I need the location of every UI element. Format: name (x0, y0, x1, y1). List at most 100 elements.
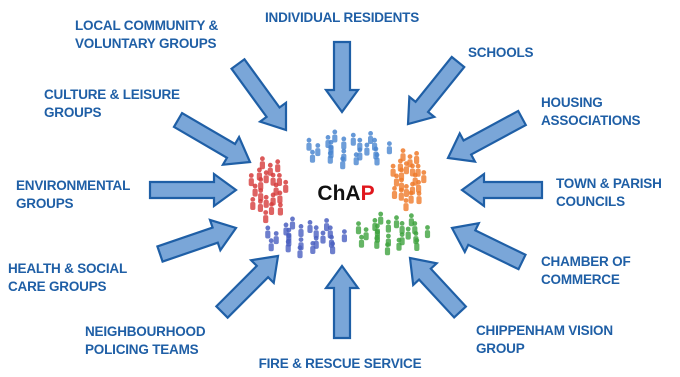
label-line: LOCAL COMMUNITY & (75, 18, 219, 33)
person-body (297, 250, 303, 259)
person-icon (298, 224, 304, 229)
label-schools: SCHOOLS (468, 44, 534, 62)
person-icon (263, 210, 269, 215)
person-icon (327, 150, 333, 156)
person-body (325, 140, 331, 148)
person-body (409, 168, 416, 177)
person-body (283, 184, 289, 193)
person-icon (306, 137, 312, 143)
person-body (403, 189, 409, 197)
person-icon (263, 170, 269, 176)
person-body (386, 146, 392, 155)
person-icon (350, 132, 356, 138)
person-icon (408, 190, 414, 196)
label-line: CARE GROUPS (8, 279, 107, 294)
person-icon (416, 179, 421, 185)
person-icon (341, 148, 347, 154)
person-icon (267, 162, 273, 168)
person-body (424, 230, 431, 239)
person-icon (396, 237, 402, 243)
person-icon (325, 135, 331, 140)
label-line: INDIVIDUAL RESIDENTS (264, 10, 420, 25)
person-body (306, 142, 312, 151)
person-icon (265, 225, 271, 231)
person-body (364, 147, 370, 156)
person-body (332, 134, 338, 143)
label-line: ASSOCIATIONS (541, 113, 641, 128)
person-icon (277, 173, 282, 178)
label-line: GROUP (476, 341, 525, 356)
person-icon (283, 179, 289, 185)
label-line: CHAMBER OF (541, 254, 631, 269)
person-body (363, 232, 369, 241)
person-body (268, 207, 275, 215)
person-icon (407, 154, 413, 160)
label-line: POLICING TEAMS (85, 342, 199, 357)
person-icon (425, 225, 430, 230)
person-icon (353, 152, 359, 158)
person-body (414, 156, 420, 164)
person-body (277, 195, 283, 204)
person-body (403, 203, 409, 212)
person-icon (320, 230, 326, 236)
person-body (405, 231, 411, 240)
person-icon (298, 237, 304, 243)
person-body (398, 172, 405, 181)
person-icon (390, 163, 396, 169)
person-body (374, 157, 380, 166)
person-icon (385, 242, 390, 248)
person-icon (275, 159, 281, 165)
person-icon (403, 198, 409, 203)
person-body (408, 218, 414, 227)
arrow-local-community-voluntary-groups (229, 57, 288, 132)
arrow-health-social-care-groups (156, 218, 238, 263)
people-crowd-cluster (248, 129, 431, 259)
person-body (393, 220, 400, 229)
person-icon (357, 137, 363, 143)
person-body (259, 161, 265, 170)
person-body (257, 204, 263, 212)
person-body (391, 191, 398, 199)
person-body (407, 159, 413, 168)
person-icon (386, 233, 391, 239)
person-icon (399, 221, 405, 226)
person-body (263, 175, 269, 184)
label-neighbourhood-policing-teams: NEIGHBOURHOOD POLICING TEAMS (85, 323, 206, 359)
person-icon (260, 156, 265, 162)
person-icon (374, 152, 380, 158)
person-icon (414, 238, 420, 243)
person-body (327, 230, 333, 239)
person-icon (252, 183, 258, 189)
arrow-culture-leisure-groups (172, 111, 252, 167)
person-icon (372, 137, 377, 143)
person-body (270, 177, 276, 186)
person-icon (268, 238, 274, 244)
people-crowd (306, 129, 392, 170)
person-body (368, 136, 374, 144)
arrow-environmental-groups (148, 171, 238, 209)
label-line: HEALTH & SOCIAL (8, 261, 127, 276)
person-icon (283, 222, 289, 228)
person-body (258, 182, 264, 191)
person-body (398, 192, 404, 201)
person-icon (363, 227, 369, 233)
label-line: GROUPS (16, 196, 74, 211)
person-body (353, 157, 359, 166)
person-icon (378, 211, 384, 217)
person-icon (290, 216, 295, 222)
person-icon (387, 141, 392, 147)
person-icon (416, 191, 422, 196)
arrow-town-parish-councils (460, 171, 544, 209)
person-icon (315, 143, 321, 148)
person-body (393, 178, 400, 187)
person-body (256, 172, 262, 181)
person-body (340, 161, 346, 170)
person-body (341, 141, 347, 150)
arrow-fire-rescue-service (323, 264, 361, 340)
label-line: ENVIRONMENTAL (16, 178, 131, 193)
person-body (414, 243, 420, 251)
people-crowd (248, 156, 289, 224)
person-icon (341, 136, 347, 142)
people-crowd (355, 211, 431, 256)
